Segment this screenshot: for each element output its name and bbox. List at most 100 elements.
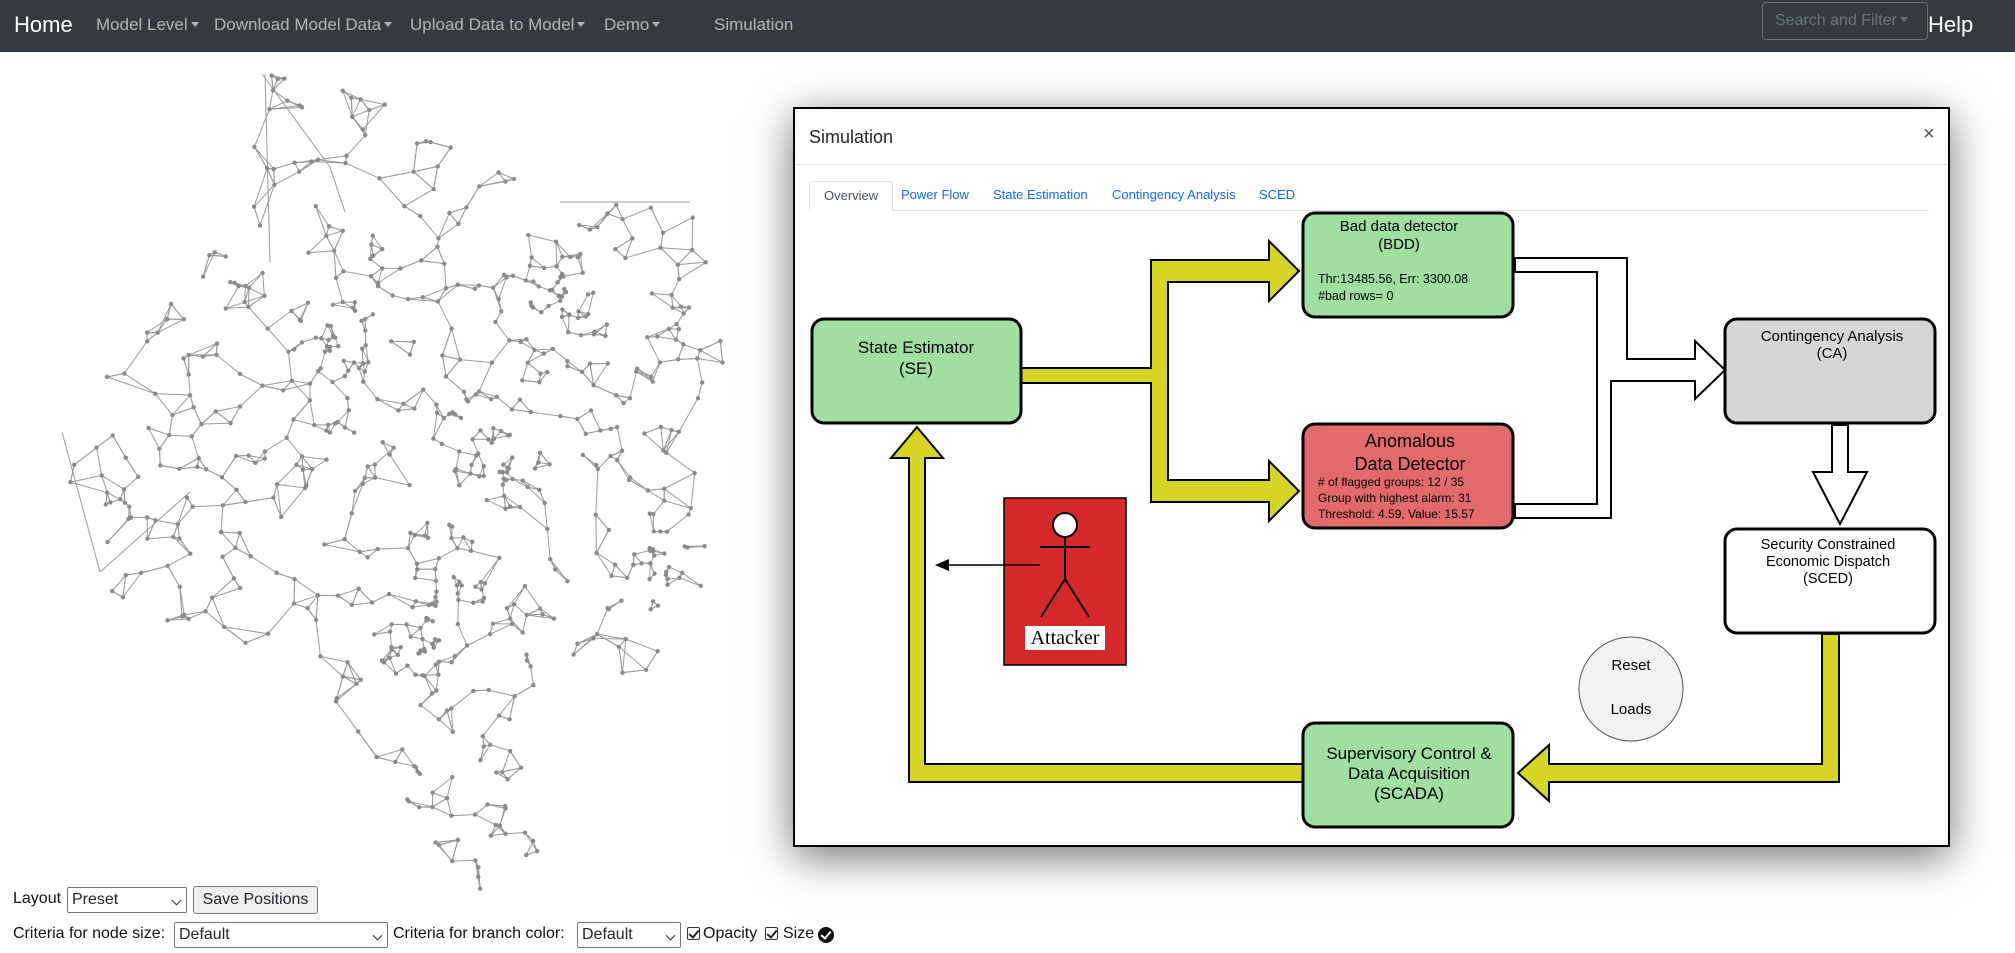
network-node[interactable] bbox=[614, 202, 619, 208]
network-node[interactable] bbox=[619, 448, 625, 453]
network-node[interactable] bbox=[310, 466, 315, 472]
network-node[interactable] bbox=[291, 417, 296, 422]
network-node[interactable] bbox=[408, 530, 413, 536]
network-node[interactable] bbox=[496, 296, 501, 302]
network-node[interactable] bbox=[488, 833, 494, 838]
network-node[interactable] bbox=[333, 335, 338, 340]
network-node[interactable] bbox=[292, 160, 297, 165]
network-node[interactable] bbox=[435, 244, 440, 249]
network-node[interactable] bbox=[503, 831, 508, 836]
network-node[interactable] bbox=[408, 634, 413, 639]
network-node[interactable] bbox=[443, 285, 449, 291]
attacker-figure[interactable]: Attacker bbox=[1003, 497, 1127, 666]
network-node[interactable] bbox=[336, 343, 341, 349]
network-node[interactable] bbox=[181, 356, 186, 361]
network-node[interactable] bbox=[477, 184, 482, 189]
network-node[interactable] bbox=[470, 539, 475, 545]
network-node[interactable] bbox=[443, 374, 449, 379]
network-node[interactable] bbox=[517, 504, 523, 510]
network-node[interactable] bbox=[539, 310, 544, 315]
network-node[interactable] bbox=[422, 649, 428, 654]
network-node[interactable] bbox=[203, 609, 208, 614]
network-node[interactable] bbox=[450, 858, 455, 864]
network-node[interactable] bbox=[104, 374, 110, 380]
nav-upload-data[interactable]: Upload Data to Model bbox=[410, 15, 586, 35]
network-node[interactable] bbox=[350, 114, 355, 120]
network-node[interactable] bbox=[565, 579, 570, 584]
network-node[interactable] bbox=[545, 369, 550, 375]
network-node[interactable] bbox=[520, 378, 525, 383]
network-node[interactable] bbox=[426, 602, 432, 608]
network-node[interactable] bbox=[372, 475, 378, 480]
network-node[interactable] bbox=[296, 169, 302, 174]
network-node[interactable] bbox=[485, 802, 490, 807]
network-node[interactable] bbox=[658, 245, 663, 250]
network-node[interactable] bbox=[512, 694, 517, 699]
network-node[interactable] bbox=[165, 618, 170, 623]
network-node[interactable] bbox=[218, 529, 224, 535]
network-node[interactable] bbox=[686, 512, 691, 517]
network-node[interactable] bbox=[393, 671, 399, 676]
network-node[interactable] bbox=[450, 729, 456, 734]
network-node[interactable] bbox=[578, 332, 584, 338]
network-node[interactable] bbox=[631, 562, 636, 567]
network-node[interactable] bbox=[449, 706, 454, 711]
network-node[interactable] bbox=[676, 276, 682, 282]
network-node[interactable] bbox=[418, 625, 423, 631]
network-node[interactable] bbox=[177, 584, 183, 590]
network-node[interactable] bbox=[699, 380, 705, 385]
network-node[interactable] bbox=[449, 326, 454, 331]
network-node[interactable] bbox=[595, 466, 601, 472]
network-node[interactable] bbox=[608, 453, 613, 459]
network-node[interactable] bbox=[520, 630, 525, 635]
network-node[interactable] bbox=[278, 514, 284, 520]
network-node[interactable] bbox=[372, 632, 377, 637]
network-node[interactable] bbox=[361, 379, 366, 384]
network-node[interactable] bbox=[433, 662, 438, 667]
network-node[interactable] bbox=[357, 549, 362, 555]
network-node[interactable] bbox=[480, 733, 485, 739]
network-node[interactable] bbox=[345, 395, 350, 401]
network-node[interactable] bbox=[246, 304, 251, 310]
nav-model-level[interactable]: Model Level bbox=[96, 15, 199, 35]
network-node[interactable] bbox=[658, 529, 663, 534]
network-node[interactable] bbox=[237, 585, 243, 591]
network-node[interactable] bbox=[405, 663, 410, 668]
network-node[interactable] bbox=[324, 428, 329, 433]
network-node[interactable] bbox=[187, 392, 193, 398]
network-node[interactable] bbox=[591, 382, 596, 388]
network-node[interactable] bbox=[416, 805, 422, 810]
network-node[interactable] bbox=[491, 426, 496, 431]
network-node[interactable] bbox=[532, 347, 537, 353]
network-node[interactable] bbox=[360, 481, 366, 486]
network-node[interactable] bbox=[341, 358, 346, 364]
network-node[interactable] bbox=[575, 641, 580, 646]
network-node[interactable] bbox=[127, 504, 132, 509]
network-node[interactable] bbox=[497, 469, 502, 475]
network-node[interactable] bbox=[365, 555, 370, 560]
network-node[interactable] bbox=[355, 729, 361, 734]
network-node[interactable] bbox=[431, 645, 436, 650]
network-node[interactable] bbox=[545, 526, 550, 532]
network-node[interactable] bbox=[648, 548, 653, 554]
network-node[interactable] bbox=[482, 581, 488, 586]
network-node[interactable] bbox=[286, 349, 291, 354]
network-node[interactable] bbox=[664, 529, 670, 534]
network-node[interactable] bbox=[537, 379, 542, 385]
network-node[interactable] bbox=[698, 583, 703, 589]
network-node[interactable] bbox=[506, 466, 511, 471]
network-node[interactable] bbox=[647, 576, 652, 582]
network-node[interactable] bbox=[662, 486, 667, 491]
network-node[interactable] bbox=[248, 554, 253, 559]
network-node[interactable] bbox=[585, 292, 591, 297]
network-node[interactable] bbox=[109, 588, 115, 594]
network-node[interactable] bbox=[657, 360, 663, 365]
network-node[interactable] bbox=[411, 169, 416, 174]
network-node[interactable] bbox=[199, 421, 204, 427]
network-node[interactable] bbox=[368, 273, 374, 279]
reset-loads-button[interactable]: Reset Loads bbox=[1578, 636, 1684, 742]
network-node[interactable] bbox=[99, 473, 104, 478]
network-node[interactable] bbox=[214, 352, 219, 357]
network-node[interactable] bbox=[436, 672, 441, 677]
network-node[interactable] bbox=[670, 305, 675, 310]
